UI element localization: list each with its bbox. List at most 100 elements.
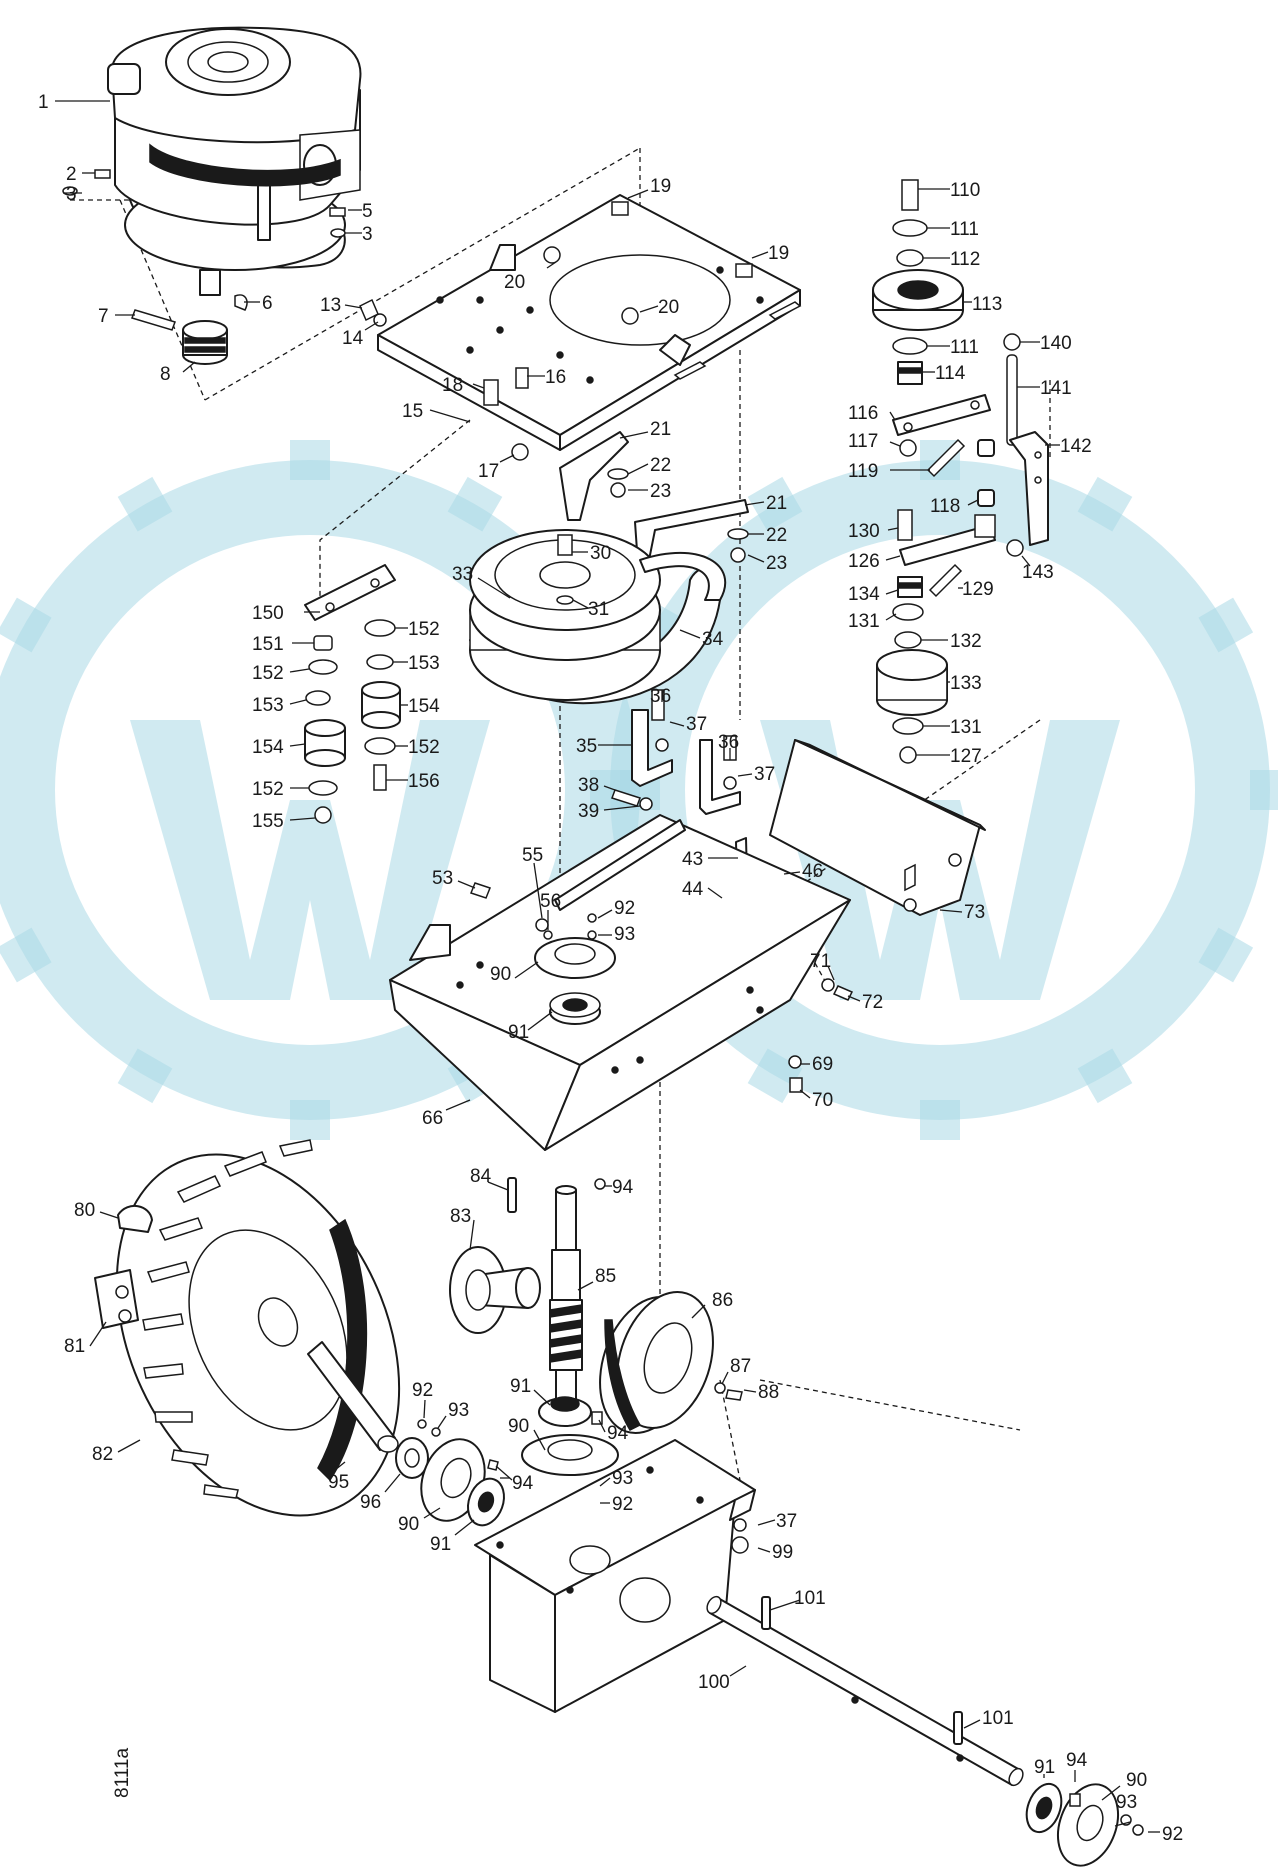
callout-69: 69 [812,1054,833,1075]
nut-23b [730,547,746,563]
bolt-94b [594,1178,606,1190]
washer-111b [892,337,928,355]
bolt-110 [901,179,919,211]
callout-38: 38 [578,775,599,796]
nut-132 [894,631,922,649]
bracket-35 [631,709,673,787]
nut-71 [821,978,835,992]
callout-92b: 92 [412,1380,433,1401]
callout-37b: 37 [754,764,775,785]
callout-53: 53 [432,868,453,889]
callout-93b: 93 [448,1400,469,1421]
callout-5: 5 [362,201,373,222]
callout-13: 13 [320,295,341,316]
nut-87 [714,1382,726,1394]
callout-14: 14 [342,328,364,349]
callout-labels: 1 2 3 3 5 6 7 8 13 14 15 16 17 18 19 19 … [38,92,1183,1845]
callout-30: 30 [590,543,611,564]
bolt-94d [1069,1793,1081,1807]
callout-114: 114 [935,363,966,384]
shaft-85 [549,1185,583,1401]
callout-85: 85 [595,1266,616,1287]
idler-bushing-parts [304,564,401,824]
callout-101b: 101 [982,1708,1014,1729]
callout-117: 117 [848,431,878,452]
callout-82: 82 [92,1444,113,1465]
callout-142: 142 [1060,436,1092,457]
callout-18: 18 [442,375,463,396]
engine-mounting-plate [377,194,802,451]
bearing-91d [1025,1782,1063,1834]
callout-143: 143 [1022,562,1054,583]
plate-fasteners [359,201,753,461]
main-frame-66 [389,814,854,1151]
callout-155: 155 [252,811,284,832]
washer-22 [607,468,629,480]
callout-91d: 91 [1034,1757,1055,1778]
nut-20b [621,307,639,325]
engine [107,26,362,296]
spacer-114 [897,361,923,385]
callout-119: 119 [848,461,878,482]
bolt-19 [611,201,629,216]
callout-44: 44 [682,879,704,900]
callout-90b: 90 [508,1416,529,1437]
washer-37c [733,1518,747,1532]
callout-91b: 91 [510,1376,531,1397]
drawing-code: 8111a [112,1748,133,1798]
callout-111: 111 [950,219,979,240]
callout-154b: 154 [408,696,440,717]
callout-8: 8 [160,364,171,385]
leader-lines [55,100,1160,1833]
callout-152: 152 [252,663,284,684]
nut-155 [314,806,332,824]
washer-131 [892,603,924,621]
callout-39: 39 [578,801,599,822]
callout-140: 140 [1040,333,1072,354]
bush [974,514,996,538]
arm-116 [892,394,991,436]
callout-92: 92 [614,898,635,919]
nut-14 [373,313,387,327]
callout-90d: 90 [1126,1770,1147,1791]
callout-91c: 91 [430,1534,451,1555]
washer-3b [330,228,346,238]
callout-95: 95 [328,1472,349,1493]
callout-134: 134 [848,584,880,605]
callout-94c: 94 [607,1423,629,1444]
worm-gear-86 [599,1290,714,1435]
coupling-8 [182,320,228,365]
nut-117 [899,439,917,457]
callout-150: 150 [252,603,284,624]
callout-22: 22 [650,455,671,476]
callout-7: 7 [98,306,109,327]
callout-20b: 20 [658,297,679,318]
bush-151 [313,635,333,651]
callout-152c: 152 [408,737,440,758]
pin-141 [1006,354,1018,446]
belt-guides-21 [559,431,749,566]
washer-152 [308,659,338,675]
callout-151: 151 [252,634,284,655]
nut-20 [543,246,561,264]
nut-37b [723,776,737,790]
callout-56: 56 [540,891,561,912]
bolt-18 [483,379,499,406]
callout-80: 80 [74,1200,95,1221]
bolt-30 [557,534,573,556]
bolt-72 [832,985,854,1001]
nut-55 [535,918,549,932]
callout-152b: 152 [408,619,440,640]
nut-127 [899,746,917,764]
callout-101: 101 [794,1588,826,1609]
bearing-154 [304,719,346,767]
pin-101b [953,1711,963,1745]
callout-127: 127 [950,746,982,767]
callout-22b: 22 [766,525,787,546]
callout-3b: 3 [362,224,373,245]
callout-130: 130 [848,521,880,542]
bracket-142 [1009,431,1049,546]
drive-shaft-parts [449,1177,743,1508]
nut-153b [366,654,394,670]
